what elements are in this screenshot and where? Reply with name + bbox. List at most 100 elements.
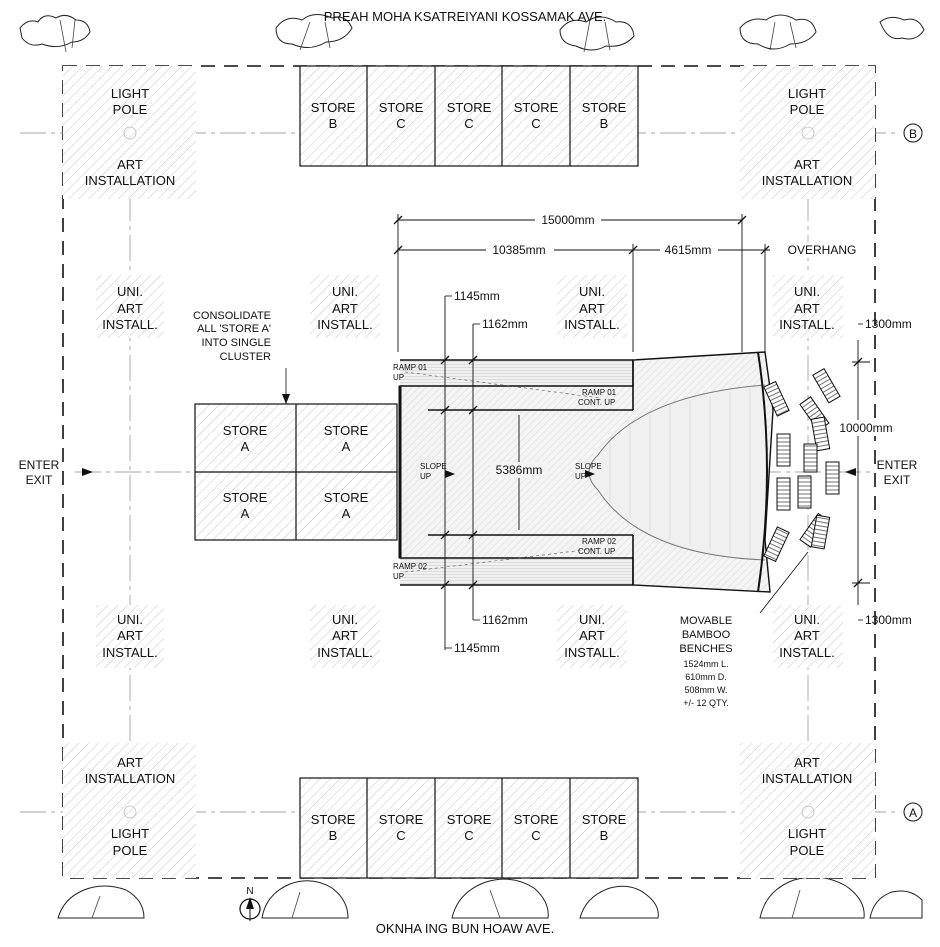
stage-fan-lines (609, 389, 751, 558)
ramp01-cont-l1: RAMP 01 (582, 388, 617, 397)
ramp02-cont-l2: CONT. UP (578, 547, 615, 556)
slope-up-right-l1: SLOPE (575, 462, 602, 471)
store-bottom-4-letter: C (531, 828, 540, 843)
uni-art-4-l3: INSTALL. (779, 317, 834, 332)
grid-bubble-a (903, 802, 923, 822)
tree-canopy-s3 (579, 885, 659, 919)
enter-exit-west-l2: EXIT (26, 473, 53, 487)
tree-canopy-se (759, 876, 865, 919)
uni-art-3-l1: UNI. (579, 284, 605, 299)
uni-art-4-l1: UNI. (794, 284, 820, 299)
store-top-5-letter: B (600, 116, 609, 131)
bench (810, 514, 831, 550)
uni-art-5-l3: INSTALL. (102, 645, 157, 660)
arrow-heads (82, 394, 856, 478)
light-pole-nw-l2: POLE (113, 102, 148, 117)
store-top-4-word: STORE (514, 100, 559, 115)
labels: PREAH MOHA KSATREIYANI KOSSAMAK AVE. OKN… (19, 9, 918, 936)
light-pole-se-l2: POLE (790, 843, 825, 858)
north-arrow-label: N (246, 886, 253, 897)
art-installation-se-l1: ART (794, 755, 820, 770)
dimension-ticks (393, 215, 863, 590)
store-row-top (299, 65, 639, 167)
dim-ramp-outer-bottom: 1145mm (454, 641, 500, 655)
enter-exit-west-l1: ENTER (19, 458, 60, 472)
street-name-north: PREAH MOHA KSATREIYANI KOSSAMAK AVE. (324, 9, 606, 24)
store-top-2-word: STORE (379, 100, 424, 115)
uni-art-6-l3: INSTALL. (317, 645, 372, 660)
store-bottom-2-letter: C (396, 828, 405, 843)
uni-art-2-l3: INSTALL. (317, 317, 372, 332)
tree-canopy-n2 (559, 16, 635, 51)
store-bottom-3-letter: C (464, 828, 473, 843)
store-top-5-word: STORE (582, 100, 627, 115)
tree-canopy-se2 (869, 890, 923, 919)
uni-art-5-l1: UNI. (117, 612, 143, 627)
pavilion (398, 351, 774, 593)
uni-art-3-l3: INSTALL. (564, 317, 619, 332)
slope-up-right-l2: UP (575, 472, 586, 481)
consolidate-note-l2: ALL 'STORE A' (197, 323, 271, 335)
uni-art-1-l2: ART (117, 301, 143, 316)
uni-art-7-l3: INSTALL. (564, 645, 619, 660)
bamboo-benches (763, 367, 841, 563)
light-pole-sw-l2: POLE (113, 843, 148, 858)
art-installation-nw-l2: INSTALLATION (85, 173, 176, 188)
dim-center-width: 5386mm (496, 463, 543, 477)
tree-canopy-sw (57, 885, 145, 919)
uni-art-5-l2: ART (117, 628, 143, 643)
bench-note-l2: BAMBOO (682, 629, 731, 641)
light-pole-se-l1: LIGHT (788, 826, 826, 841)
dim-ramp-inner-bottom: 1162mm (482, 613, 528, 627)
store-bottom-4-word: STORE (514, 812, 559, 827)
store-a-3-word: STORE (223, 490, 268, 505)
dim-overall-width: 15000mm (541, 213, 594, 227)
grid-label-a: A (909, 806, 917, 820)
grid-bubble-b (903, 123, 923, 143)
art-installation-ne-l2: INSTALLATION (762, 173, 853, 188)
uni-art-3-l2: ART (579, 301, 605, 316)
store-a-4-word: STORE (324, 490, 369, 505)
store-a-1-letter: A (241, 439, 250, 454)
light-pole-ne-l2: POLE (790, 102, 825, 117)
light-pole-nw-l1: LIGHT (111, 86, 149, 101)
consolidate-note-l4: CLUSTER (220, 351, 271, 363)
bench (763, 526, 790, 563)
slope-up-left-l1: SLOPE (420, 462, 447, 471)
bench (763, 380, 790, 417)
art-installation-sw-l1: ART (117, 755, 143, 770)
street-trees (19, 14, 925, 919)
uni-art-8-l1: UNI. (794, 612, 820, 627)
store-top-3-letter: C (464, 116, 473, 131)
uni-art-7-l1: UNI. (579, 612, 605, 627)
store-a-1-word: STORE (223, 423, 268, 438)
store-top-1-letter: B (329, 116, 338, 131)
uni-art-1-l1: UNI. (117, 284, 143, 299)
bench-note-l4: 1524mm L. (683, 659, 728, 669)
slope-up-left-l2: UP (420, 472, 431, 481)
dim-side-margin-bottom: 1300mm (865, 613, 912, 627)
consolidate-note-l3: INTO SINGLE (202, 337, 271, 349)
bench-note-l5: 610mm D. (685, 672, 727, 682)
tree-canopy-nw (19, 14, 91, 48)
store-top-3-word: STORE (447, 100, 492, 115)
dim-ramp-outer-top: 1145mm (454, 289, 500, 303)
art-installation-se-l2: INSTALLATION (762, 771, 853, 786)
corner-zones (63, 66, 875, 878)
bench (797, 475, 812, 509)
north-arrow-symbol (239, 897, 261, 921)
dim-side-margin-top: 1300mm (865, 317, 912, 331)
tree-canopy-n1 (275, 14, 353, 48)
store-a-3-letter: A (241, 506, 250, 521)
street-name-south: OKNHA ING BUN HOAW AVE. (376, 921, 554, 936)
store-bottom-5-word: STORE (582, 812, 627, 827)
bench-note-l6: 508mm W. (684, 685, 727, 695)
store-bottom-2-word: STORE (379, 812, 424, 827)
light-pole-ne-l1: LIGHT (788, 86, 826, 101)
bench-note-l7: +/- 12 QTY. (683, 698, 729, 708)
uni-art-6-l1: UNI. (332, 612, 358, 627)
tree-canopy-ne (739, 14, 817, 50)
store-a-cluster (194, 403, 398, 541)
dim-canopy-length: 4615mm (665, 243, 712, 257)
